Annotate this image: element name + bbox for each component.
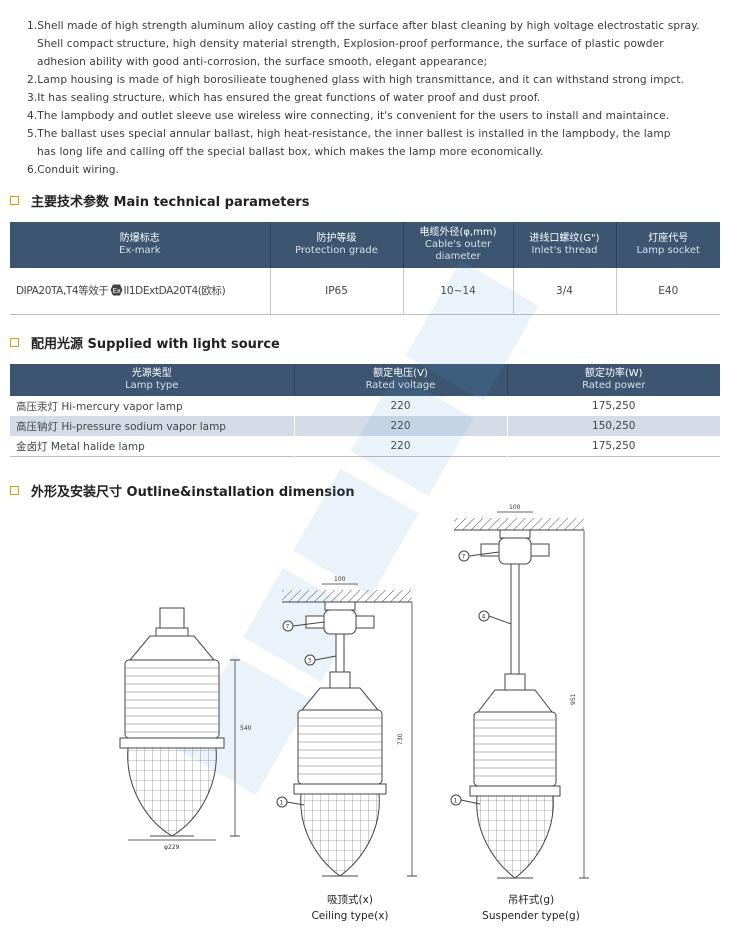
svg-text:540: 540 bbox=[240, 725, 252, 732]
cell-voltage: 220 bbox=[293, 396, 507, 416]
header-rated-voltage: 额定电压(V)Rated voltage bbox=[293, 364, 507, 396]
cell-power: 150,250 bbox=[506, 416, 720, 436]
cell-protection: IP65 bbox=[269, 268, 403, 315]
cell-cable: 10~14 bbox=[402, 268, 513, 315]
section-title: 配用光源 Supplied with light source bbox=[31, 337, 280, 352]
cell-lamp-type: 高压汞灯 Hi-mercury vapor lamp bbox=[16, 400, 183, 413]
svg-text:951: 951 bbox=[570, 693, 577, 705]
cell-voltage: 220 bbox=[293, 436, 507, 457]
feature-notes: 1.Shell made of high strength aluminum a… bbox=[27, 17, 727, 179]
section-heading-outline: 外形及安装尺寸 Outline&installation dimension bbox=[10, 481, 355, 500]
svg-text:1: 1 bbox=[454, 798, 458, 805]
cell-voltage: 220 bbox=[293, 416, 507, 436]
cell-power: 175,250 bbox=[506, 436, 720, 457]
note-line: adhesion ability with good anti-corrosio… bbox=[37, 56, 488, 68]
section-title: 主要技术参数 Main technical parameters bbox=[31, 195, 310, 210]
note-line: 1.Shell made of high strength aluminum a… bbox=[27, 20, 700, 32]
table-row: 高压汞灯 Hi-mercury vapor lamp 220 175,250 bbox=[10, 396, 720, 416]
lamp-body-drawing: 540 φ229 bbox=[119, 607, 252, 851]
cell-socket: E40 bbox=[615, 268, 720, 315]
table-row: 高压钠灯 Hi-pressure sodium vapor lamp 220 1… bbox=[10, 416, 720, 436]
ex-hexagon-icon: Ex bbox=[110, 284, 123, 299]
note-line: 3.It has sealing structure, which has en… bbox=[27, 92, 541, 104]
caption-ceiling-type: 吸顶式(x) Ceiling type(x) bbox=[311, 894, 389, 922]
section-title: 外形及安装尺寸 Outline&installation dimension bbox=[31, 485, 355, 500]
cell-lamp-type: 金卤灯 Metal halide lamp bbox=[16, 440, 145, 453]
svg-text:7: 7 bbox=[462, 554, 466, 561]
cell-lamp-type: 高压钠灯 Hi-pressure sodium vapor lamp bbox=[10, 416, 294, 436]
suspender-type-drawing: 100 951 7 bbox=[450, 504, 589, 879]
section-bullet-icon bbox=[10, 338, 19, 347]
ceiling-type-drawing: 100 730 7 bbox=[276, 576, 417, 877]
caption-suspender-type: 吊杆式(g) Suspender type(g) bbox=[482, 894, 580, 922]
note-line: 2.Lamp housing is made of high borosilie… bbox=[27, 74, 685, 86]
svg-text:7: 7 bbox=[286, 624, 290, 631]
svg-text:730: 730 bbox=[397, 733, 404, 745]
section-heading-params: 主要技术参数 Main technical parameters bbox=[10, 191, 309, 210]
note-line: 5.The ballast uses special annular balla… bbox=[27, 128, 671, 140]
section-heading-source: 配用光源 Supplied with light source bbox=[10, 333, 280, 352]
outline-drawing: 540 φ229 100 bbox=[119, 504, 589, 879]
header-rated-power: 额定功率(W)Rated power bbox=[506, 364, 720, 396]
section-bullet-icon bbox=[10, 486, 19, 495]
svg-text:100: 100 bbox=[334, 576, 346, 583]
note-line: 4.The lampbody and outlet sleeve use wir… bbox=[27, 110, 670, 122]
svg-text:3: 3 bbox=[308, 658, 312, 665]
svg-text:φ229: φ229 bbox=[164, 844, 180, 851]
note-line: has long life and calling off the specia… bbox=[37, 146, 544, 158]
svg-text:4: 4 bbox=[482, 614, 486, 621]
header-inlet-thread: 进线口螺纹(G")Inlet's thread bbox=[512, 222, 616, 268]
cell-power: 175,250 bbox=[506, 396, 720, 416]
note-line: Shell compact structure, high density ma… bbox=[37, 38, 664, 50]
svg-text:1: 1 bbox=[280, 800, 284, 807]
note-line: 6.Conduit wiring. bbox=[27, 164, 120, 176]
svg-text:Ex: Ex bbox=[112, 287, 120, 295]
svg-text:100: 100 bbox=[509, 504, 521, 511]
table-row: 金卤灯 Metal halide lamp 220 175,250 bbox=[10, 436, 720, 457]
cell-thread: 3/4 bbox=[512, 268, 616, 315]
section-bullet-icon bbox=[10, 196, 19, 205]
